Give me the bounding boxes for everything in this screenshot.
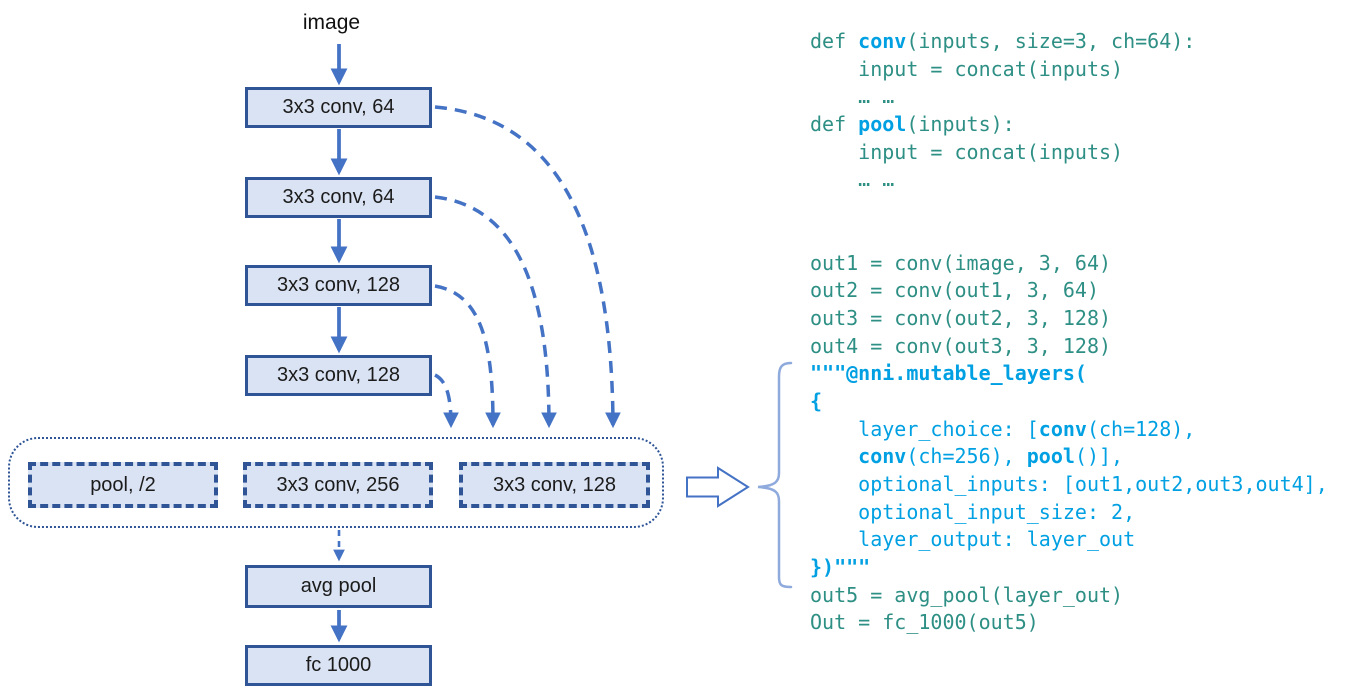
code-token: (inputs): [906,112,1015,137]
code-token: conv [858,444,907,469]
code-token: out4 = conv(out3, 3, 128) [810,333,1112,358]
code-token: def [810,112,859,137]
code-line: conv(ch=256), pool()], [810,443,1328,471]
code-token: … … [810,84,895,109]
code-token: Out = fc_1000(out5) [810,610,1039,635]
code-token: optional_inputs: [out1,out2,out3,out4], [810,472,1328,496]
avgpool-box: avg pool [245,565,432,608]
code-token: conv [1038,416,1087,441]
code-token: (inputs, size=3, ch=64): [906,29,1196,53]
code-line: })""" [810,554,1328,582]
code-line: layer_output: layer_out [810,526,1328,554]
code-token: ()], [1074,444,1124,469]
conv-box-1: 3x3 conv, 64 [245,87,432,128]
code-block: def conv(inputs, size=3, ch=64): input =… [810,28,1328,637]
code-line: … … [810,166,1328,194]
code-token: optional_input_size: 2, [810,499,1136,524]
code-token: out1 = conv(image, 3, 64) [810,250,1112,275]
code-token: input = concat(inputs) [810,139,1124,164]
skip-curve-conv1 [434,105,621,429]
skip-curve-conv2 [434,195,557,429]
curly-brace-icon [757,361,793,589]
choice-box-conv256: 3x3 conv, 256 [243,462,433,508]
conv-box-4-label: 3x3 conv, 128 [276,364,401,386]
code-line: out2 = conv(out1, 3, 64) [810,277,1328,305]
choice-box-pool: pool, /2 [28,462,218,508]
code-line: layer_choice: [conv(ch=128), [810,416,1328,444]
code-line: out1 = conv(image, 3, 64) [810,250,1328,278]
code-token: (ch=256), [906,444,1027,469]
choice-box-conv256-label: 3x3 conv, 256 [276,473,400,496]
code-line [810,222,1328,250]
code-line: def conv(inputs, size=3, ch=64): [810,28,1328,56]
code-line: out4 = conv(out3, 3, 128) [810,333,1328,361]
code-line: Out = fc_1000(out5) [810,609,1328,637]
choice-box-conv128: 3x3 conv, 128 [459,462,650,508]
conv-box-3: 3x3 conv, 128 [245,265,432,306]
fc1000-box: fc 1000 [245,645,432,686]
code-line: out3 = conv(out2, 3, 128) [810,305,1328,333]
code-token: def [810,29,859,53]
code-line: optional_inputs: [out1,out2,out3,out4], [810,471,1328,499]
fc1000-box-label: fc 1000 [305,654,372,676]
conv-box-2: 3x3 conv, 64 [245,177,432,218]
code-line: { [810,388,1328,416]
code-token: pool [858,112,907,137]
code-token: layer_choice: [ [810,416,1039,441]
code-token: … … [810,167,895,192]
conv-box-3-label: 3x3 conv, 128 [276,274,401,296]
code-token: out3 = conv(out2, 3, 128) [810,305,1112,330]
code-token: (ch=128), [1086,416,1196,441]
avgpool-box-label: avg pool [300,575,377,597]
code-line: def pool(inputs): [810,111,1328,139]
code-token: out5 = avg_pool(layer_out) [810,582,1124,607]
choice-box-pool-label: pool, /2 [90,473,156,496]
code-line: … … [810,83,1328,111]
code-line: """@nni.mutable_layers( [810,360,1328,388]
mutable-layer-container [8,437,664,528]
code-token: layer_output: layer_out [810,527,1136,552]
block-arrow-icon [686,466,750,508]
choice-box-conv128-label: 3x3 conv, 128 [492,473,617,496]
code-token: conv [858,29,907,53]
code-token: out2 = conv(out1, 3, 64) [810,278,1099,303]
conv-box-4: 3x3 conv, 128 [245,355,432,396]
code-token: { [810,388,823,413]
code-line: input = concat(inputs) [810,56,1328,84]
code-line: out5 = avg_pool(layer_out) [810,582,1328,610]
code-token: """@nni.mutable_layers( [810,361,1087,386]
conv-box-1-label: 3x3 conv, 64 [282,96,395,118]
conv-box-2-label: 3x3 conv, 64 [282,186,395,208]
code-token: input = concat(inputs) [810,56,1124,81]
code-token [810,444,858,468]
code-line: optional_input_size: 2, [810,499,1328,527]
code-token: pool [1026,444,1075,469]
skip-curve-conv3 [434,284,501,429]
code-line: input = concat(inputs) [810,139,1328,167]
input-label: image [302,11,361,34]
code-line [810,194,1328,222]
code-token: })""" [810,555,871,580]
skip-curve-conv4 [434,373,459,429]
